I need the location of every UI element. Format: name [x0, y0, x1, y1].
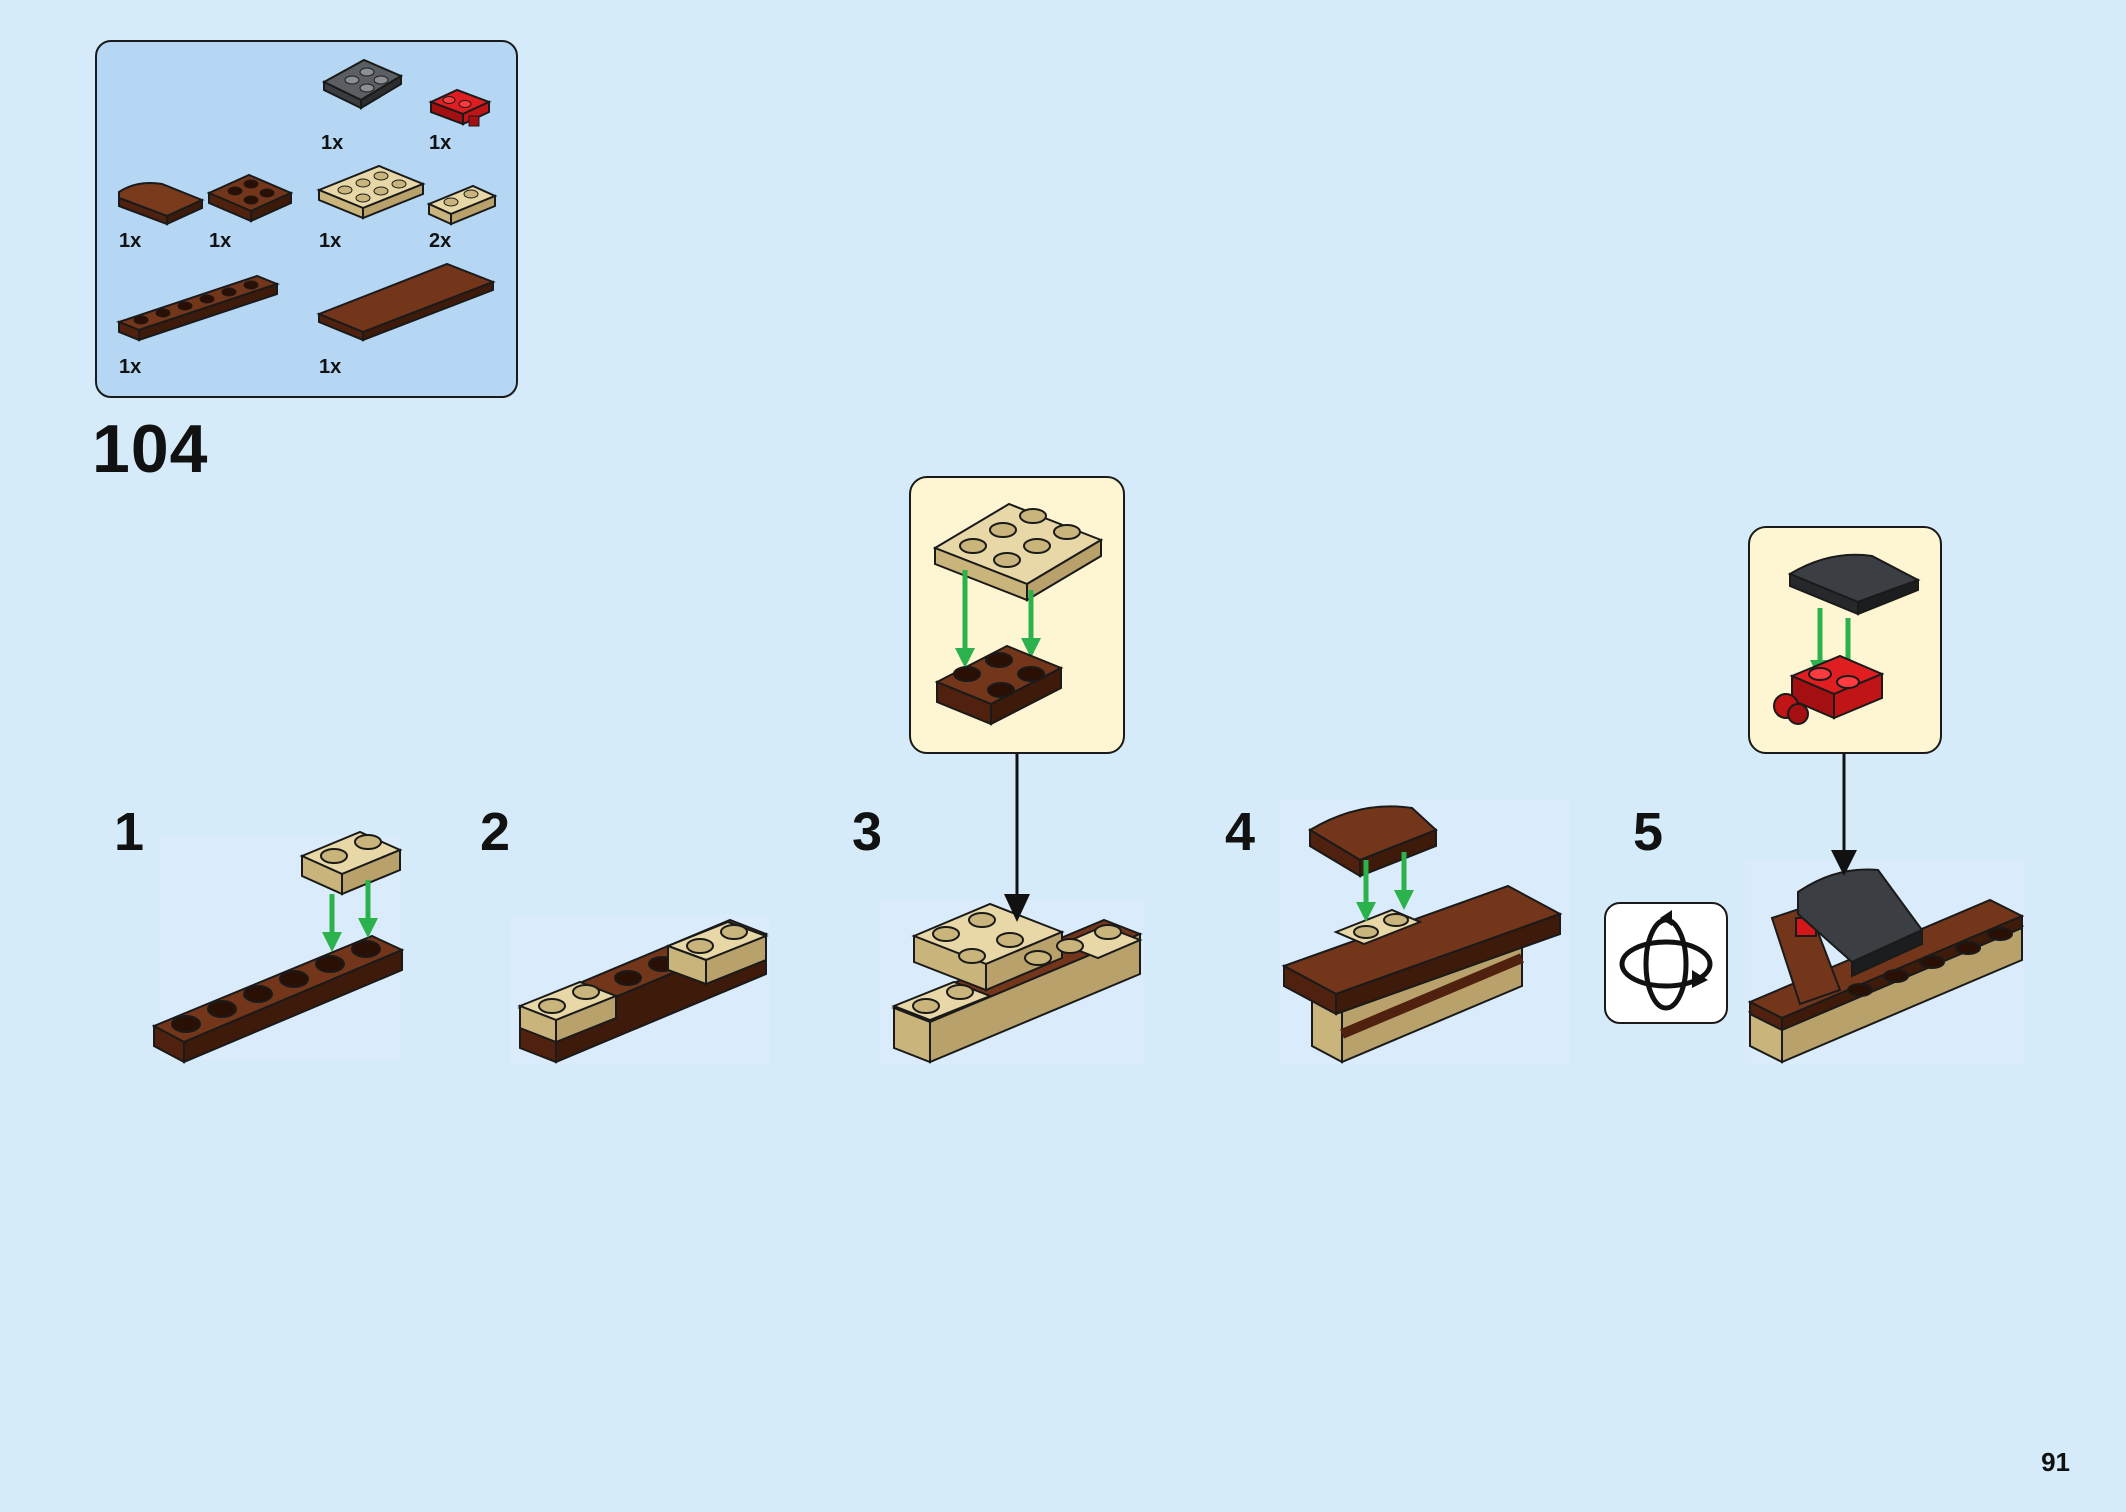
callout-5-illustration [1773, 553, 1921, 725]
substep-number-5: 5 [1633, 802, 1664, 862]
callout-substep-3 [909, 476, 1125, 754]
page-number: 91 [2041, 1447, 2070, 1477]
brown-tile-2x6-part [316, 260, 497, 352]
substep-number-2: 2 [480, 802, 511, 862]
qty-brown-tile-2x6: 1x [319, 356, 342, 378]
substep-number-3: 3 [852, 802, 883, 862]
substep-3-model [891, 754, 1143, 1064]
qty-dark-grey-slope: 1x [321, 132, 344, 154]
qty-tan-plate-1x2: 2x [429, 230, 452, 252]
qty-tan-plate-2x3: 1x [319, 230, 342, 252]
qty-brown-plate-1x6: 1x [119, 356, 142, 378]
callout-3-illustration [932, 502, 1104, 726]
substep-number-1: 1 [114, 802, 145, 862]
parts-list-panel: 1x 1x 1x 1x [95, 40, 518, 398]
substep-1-model [151, 830, 405, 1064]
brown-plate-1x6-part [116, 272, 282, 352]
substep-4-model [1281, 805, 1563, 1064]
qty-brown-slope: 1x [119, 230, 142, 252]
rotate-model-icon [1619, 910, 1713, 1011]
callout-substep-5 [1748, 526, 1942, 754]
red-hinge-plate-part [427, 80, 497, 130]
substep-5-model [1747, 754, 2025, 1064]
qty-brown-plate-2x2: 1x [209, 230, 232, 252]
tan-plate-2x3-part [316, 160, 427, 230]
dark-grey-curved-slope-part [319, 52, 409, 112]
substep-number-4: 4 [1225, 802, 1256, 862]
tan-plate-1x2-part [426, 180, 499, 230]
step-number: 104 [92, 411, 209, 487]
rotate-model-box [1604, 902, 1728, 1024]
substep-2-model [517, 918, 769, 1064]
brown-plate-2x2-part [206, 167, 297, 227]
brown-curved-slope-part [117, 172, 207, 227]
qty-red-hinge: 1x [429, 132, 452, 154]
